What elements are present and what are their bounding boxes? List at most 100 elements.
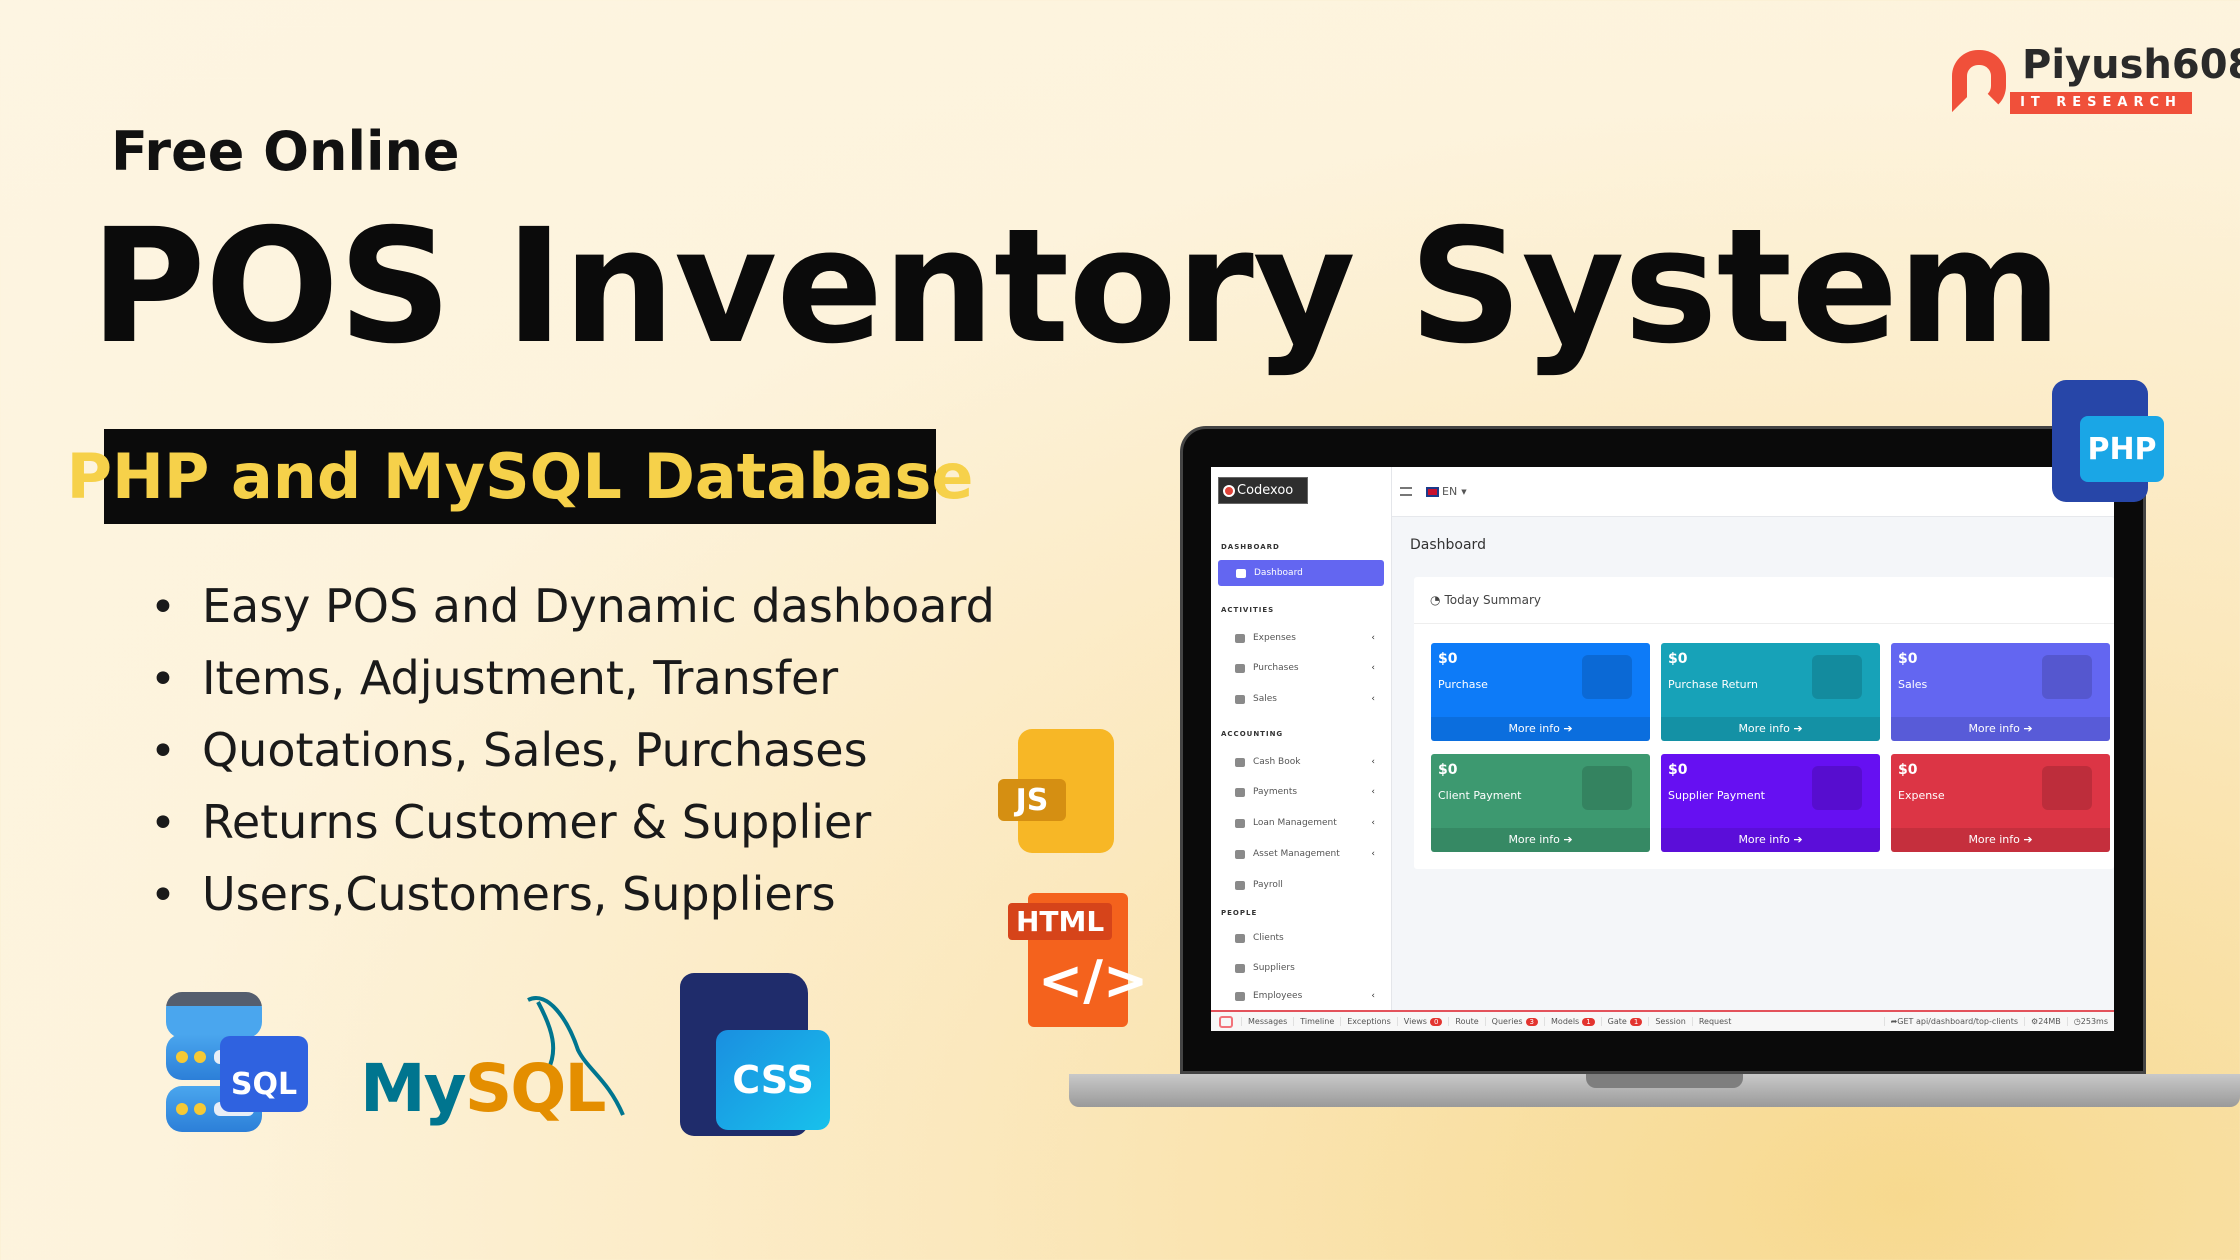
chevron-left-icon[interactable]: ‹ [1371,694,1375,704]
memory-text: 24MB [2038,1017,2061,1026]
more-info-link[interactable]: More info ➔ [1891,717,2110,741]
tile-label: Purchase Return [1668,678,1758,691]
brand-logo: Piyush608 IT RESEARCH [1946,42,2240,117]
language-selector[interactable]: EN [1442,485,1458,498]
more-info-label: More info [1968,722,2020,735]
chevron-left-icon[interactable]: ‹ [1371,757,1375,767]
code-glyph: </> [1038,949,1149,1012]
debug-tab-session[interactable]: Session [1648,1017,1692,1026]
chevron-left-icon[interactable]: ‹ [1371,787,1375,797]
sql-database-icon: SQL [166,986,308,1136]
dolly-icon [1582,655,1632,699]
sidebar-item-sales[interactable]: Sales‹ [1235,692,1385,706]
feature-item: Returns Customer & Supplier [150,786,995,858]
debug-tab-request[interactable]: Request [1691,1017,1738,1026]
debug-tab-label: Exceptions [1347,1017,1391,1026]
sidebar-item-label: Purchases [1253,663,1299,673]
sidebar-item-employees[interactable]: Employees ‹ [1235,989,1385,1003]
sidebar-item-dashboard[interactable]: Dashboard [1218,560,1384,586]
more-info-link[interactable]: More info ➔ [1661,828,1880,852]
basket-icon [1235,663,1245,673]
summary-title: Today Summary [1444,593,1541,607]
calculator-icon [1235,633,1245,643]
sidebar-item-label: Suppliers [1253,963,1295,973]
chart-pie-icon: ◔ [1430,593,1441,607]
chevron-left-icon[interactable]: ‹ [1371,991,1375,1001]
debug-tab-label: Timeline [1300,1017,1335,1026]
feature-item: Users,Customers, Suppliers [150,858,995,930]
sidebar-section-label: PEOPLE [1221,909,1258,917]
sidebar-item-clients[interactable]: Clients [1235,931,1385,945]
debug-tab-route[interactable]: Route [1448,1017,1484,1026]
bag-icon [1235,694,1245,704]
sidebar-item-label: Employees [1253,991,1303,1001]
sidebar-item-purchases[interactable]: Purchases ‹ [1235,661,1385,675]
laravel-icon[interactable] [1219,1015,1233,1028]
more-info-label: More info [1968,833,2020,846]
more-info-link[interactable]: More info ➔ [1431,717,1650,741]
html-label: HTML [1008,903,1113,940]
sidebar-item-suppliers[interactable]: Suppliers [1235,961,1385,975]
sidebar-item-label: Payroll [1253,880,1283,890]
debug-tab-exceptions[interactable]: Exceptions [1340,1017,1397,1026]
debug-badge: 1 [1582,1017,1595,1026]
chevron-left-icon[interactable]: ‹ [1371,633,1375,643]
feature-list: Easy POS and Dynamic dashboard Items, Ad… [150,570,995,930]
debug-badge: 1 [1629,1017,1643,1026]
logo-name: Piyush608 [2022,42,2240,88]
css-file-icon: CSS [680,973,830,1136]
more-info-label: More info [1508,833,1560,846]
tech-banner-text: PHP and MySQL Database [66,440,974,513]
piggy-bank-icon [1235,818,1245,828]
caret-down-icon[interactable]: ▼ [1461,487,1467,496]
debug-tab-label: Messages [1248,1017,1288,1026]
more-info-link[interactable]: More info ➔ [1431,828,1650,852]
shopping-bag-icon [2042,655,2092,699]
logo-tagline: IT RESEARCH [2010,92,2192,114]
html-file-icon: HTML </> [1008,893,1148,1027]
chevron-left-icon[interactable]: ‹ [1371,818,1375,828]
page-title: Dashboard [1410,537,1486,553]
sidebar-item-cash-book[interactable]: Cash Book‹ [1235,755,1385,769]
more-info-label: More info [1738,833,1790,846]
tile-amount: $0 [1438,762,1458,778]
users-icon [1235,933,1245,943]
sidebar-section-label: DASHBOARD [1221,543,1280,551]
clock-icon: ◷ [2073,1017,2081,1026]
tile-amount: $0 [1438,651,1458,667]
debug-tab-timeline[interactable]: Timeline [1293,1017,1340,1026]
debug-tab-messages[interactable]: Messages [1241,1017,1293,1026]
sidebar-item-asset-management[interactable]: Asset Management‹ [1235,847,1385,861]
chevron-left-icon[interactable]: ‹ [1371,663,1375,673]
sidebar-item-loan-management[interactable]: Loan Management‹ [1235,816,1385,830]
js-label: JS [998,779,1066,821]
sidebar-item-payments[interactable]: Payments‹ [1235,785,1385,799]
tile-amount: $0 [1898,762,1918,778]
debug-request[interactable]: ➦ GET api/dashboard/top-clients [1883,1017,2024,1026]
pre-title: Free Online [111,120,460,183]
sidebar-item-expenses[interactable]: Expenses‹ [1235,631,1385,645]
debug-tab-label: Models [1551,1017,1580,1026]
chevron-left-icon[interactable]: ‹ [1371,849,1375,859]
arrow-circle-right-icon: ➔ [2019,833,2033,846]
arrow-circle-right-icon: ➔ [1789,722,1803,735]
debug-memory: ⚙ 24MB [2024,1017,2067,1026]
cogs-icon: ⚙ [2031,1017,2039,1026]
app-brand[interactable]: Codexoo [1218,477,1308,504]
sign-out-icon [1812,766,1862,810]
tile-amount: $0 [1668,762,1688,778]
sidebar-item-payroll[interactable]: Payroll [1235,878,1385,892]
menu-toggle-icon[interactable] [1400,487,1412,496]
more-info-link[interactable]: More info ➔ [1891,828,2110,852]
more-info-link[interactable]: More info ➔ [1661,717,1880,741]
